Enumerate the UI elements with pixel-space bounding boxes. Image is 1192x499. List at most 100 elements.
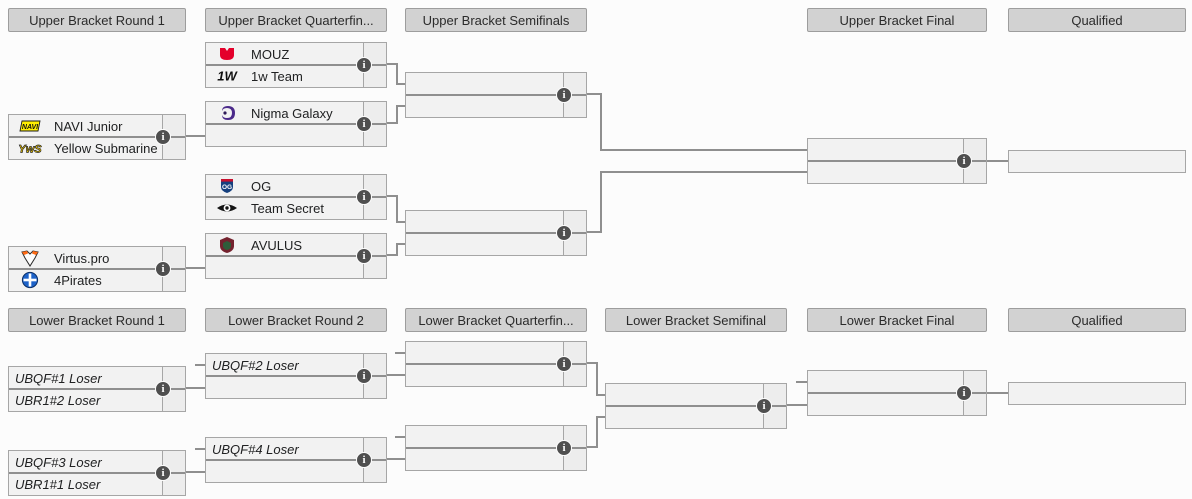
info-icon[interactable]: i bbox=[956, 153, 972, 169]
placeholder-name: UBR1#1 Loser bbox=[15, 476, 101, 492]
info-icon[interactable]: i bbox=[556, 356, 572, 372]
placeholder-name: UBQF#2 Loser bbox=[212, 357, 299, 373]
info-icon[interactable]: i bbox=[556, 440, 572, 456]
team-slot-navi-junior[interactable]: NAVI NAVI Junior bbox=[9, 115, 185, 137]
svg-text:OG: OG bbox=[222, 184, 232, 191]
connector-lbqf2-in bbox=[596, 416, 605, 418]
match-ub-r1-2: Virtus.pro 4Pirates i bbox=[8, 246, 186, 292]
navi-junior-logo: NAVI bbox=[15, 117, 45, 136]
team-secret-logo bbox=[212, 199, 242, 218]
match-divider bbox=[808, 160, 986, 162]
match-ub-qf4: AVULUS i bbox=[205, 233, 387, 279]
match-divider bbox=[406, 363, 586, 365]
match-ub-qf2: Nigma Galaxy i bbox=[205, 101, 387, 147]
header-upper-qualified: Qualified bbox=[1008, 8, 1186, 32]
header-upper-bracket-semifinals: Upper Bracket Semifinals bbox=[405, 8, 587, 32]
avulus-logo bbox=[212, 236, 242, 255]
svg-text:YwS: YwS bbox=[18, 144, 42, 156]
connector-ubqf2-in bbox=[396, 105, 405, 107]
info-icon[interactable]: i bbox=[956, 385, 972, 401]
match-divider bbox=[206, 196, 386, 198]
virtus-pro-logo bbox=[15, 249, 45, 268]
team-slot-ubqf2-loser: UBQF#2 Loser bbox=[206, 354, 386, 376]
team-name: 4Pirates bbox=[54, 272, 102, 288]
lower-qualified-slot bbox=[1008, 382, 1186, 405]
team-slot-mouz[interactable]: MOUZ bbox=[206, 43, 386, 65]
connector-ubfinal-qualified bbox=[987, 160, 1008, 162]
info-icon[interactable]: i bbox=[356, 248, 372, 264]
svg-text:NAVI: NAVI bbox=[22, 124, 39, 131]
info-icon[interactable]: i bbox=[556, 225, 572, 241]
connector-lbr2m2-lbqf2 bbox=[387, 458, 405, 460]
connector-lbqf1-out bbox=[587, 362, 598, 364]
match-lb-qf2: i bbox=[405, 425, 587, 471]
team-slot-nigma-galaxy[interactable]: Nigma Galaxy bbox=[206, 102, 386, 124]
connector-ubqf1-out bbox=[387, 63, 398, 65]
info-icon[interactable]: i bbox=[155, 261, 171, 277]
match-divider bbox=[9, 388, 185, 390]
team-slot-og[interactable]: OG OG bbox=[206, 175, 386, 197]
placeholder-name: UBQF#3 Loser bbox=[15, 454, 102, 470]
connector-lbr1m2-lbr2m2 bbox=[186, 471, 205, 473]
nigma-galaxy-logo bbox=[212, 104, 242, 123]
info-icon[interactable]: i bbox=[155, 129, 171, 145]
match-ub-sf2: i bbox=[405, 210, 587, 256]
connector-lbfinal-qualified bbox=[987, 392, 1008, 394]
team-name: NAVI Junior bbox=[54, 118, 123, 134]
connector-stub-lbfinal bbox=[796, 381, 807, 383]
connector-lbr2m1-lbqf1 bbox=[387, 374, 405, 376]
match-lb-r2-1: UBQF#2 Loser i bbox=[205, 353, 387, 399]
team-name: 1w Team bbox=[251, 68, 303, 84]
info-icon[interactable]: i bbox=[155, 381, 171, 397]
connector-lbqf2-out bbox=[587, 446, 598, 448]
connector-ubsf2-in bbox=[600, 171, 807, 173]
info-icon[interactable]: i bbox=[356, 57, 372, 73]
team-name: Nigma Galaxy bbox=[251, 105, 333, 121]
team-slot-virtus-pro[interactable]: Virtus.pro bbox=[9, 247, 185, 269]
connector-lbr1m1-lbr2m1 bbox=[186, 387, 205, 389]
match-divider bbox=[808, 392, 986, 394]
connector-stub-lbqf2 bbox=[395, 436, 405, 438]
team-slot-yellow-submarine[interactable]: YwS Yellow Submarine bbox=[9, 137, 185, 159]
connector-lbsf-lbfinal bbox=[787, 404, 807, 406]
info-icon[interactable]: i bbox=[756, 398, 772, 414]
match-divider bbox=[606, 405, 786, 407]
info-icon[interactable]: i bbox=[356, 452, 372, 468]
1w-team-logo: 1W bbox=[212, 67, 242, 86]
match-lb-qf1: i bbox=[405, 341, 587, 387]
info-icon[interactable]: i bbox=[356, 189, 372, 205]
match-divider bbox=[9, 472, 185, 474]
connector-ubsf1-drop bbox=[600, 93, 602, 151]
info-icon[interactable]: i bbox=[556, 87, 572, 103]
header-upper-bracket-round-1: Upper Bracket Round 1 bbox=[8, 8, 186, 32]
team-name: Yellow Submarine bbox=[54, 140, 158, 156]
match-divider bbox=[406, 94, 586, 96]
placeholder-name: UBQF#1 Loser bbox=[15, 370, 102, 386]
connector-ubr1m1-ubqf2 bbox=[186, 135, 205, 137]
info-icon[interactable]: i bbox=[356, 368, 372, 384]
header-upper-bracket-quarterfinals: Upper Bracket Quarterfin... bbox=[205, 8, 387, 32]
mouz-logo bbox=[212, 45, 242, 64]
team-slot-team-secret[interactable]: Team Secret bbox=[206, 197, 386, 219]
connector-ubsf1-in bbox=[600, 149, 807, 151]
yellow-submarine-logo: YwS bbox=[15, 139, 45, 158]
match-lb-r1-2: UBQF#3 Loser UBR1#1 Loser i bbox=[8, 450, 186, 496]
connector-lbqf1-drop bbox=[596, 362, 598, 396]
connector-ubqf4-rise bbox=[396, 243, 398, 256]
team-slot-4pirates[interactable]: 4Pirates bbox=[9, 269, 185, 291]
team-slot-1w-team[interactable]: 1W 1w Team bbox=[206, 65, 386, 87]
header-lower-bracket-quarterfinals: Lower Bracket Quarterfin... bbox=[405, 308, 587, 332]
match-divider bbox=[206, 375, 386, 377]
connector-ubqf1-in bbox=[396, 83, 405, 85]
connector-stub-lbqf1 bbox=[395, 352, 405, 354]
connector-ubqf2-out bbox=[387, 122, 398, 124]
connector-stub-lbr2m1 bbox=[195, 364, 205, 366]
team-slot-avulus[interactable]: AVULUS bbox=[206, 234, 386, 256]
info-icon[interactable]: i bbox=[155, 465, 171, 481]
match-ub-r1-1: NAVI NAVI Junior YwS Yellow Submarine i bbox=[8, 114, 186, 160]
connector-ubqf4-in bbox=[396, 243, 405, 245]
info-icon[interactable]: i bbox=[356, 116, 372, 132]
placeholder-name: UBQF#4 Loser bbox=[212, 441, 299, 457]
header-lower-bracket-round-1: Lower Bracket Round 1 bbox=[8, 308, 186, 332]
match-lb-sf: i bbox=[605, 383, 787, 429]
